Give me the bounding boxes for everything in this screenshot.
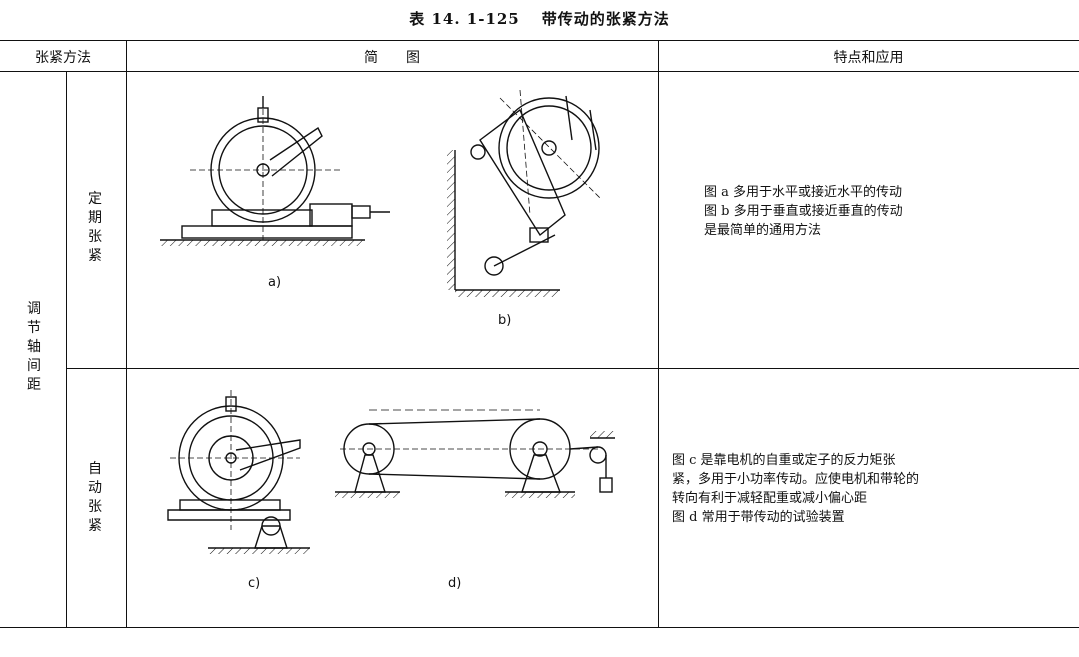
table-top-border bbox=[0, 40, 1079, 41]
figure-label-c: c) bbox=[248, 576, 261, 591]
figure-label-b: b) bbox=[498, 313, 512, 328]
table-bottom-border bbox=[0, 627, 1079, 628]
diagram-d bbox=[335, 409, 615, 498]
diagram-b bbox=[447, 89, 601, 297]
method-automatic: 自动张紧 bbox=[88, 461, 102, 534]
diagram-col-divider bbox=[658, 40, 659, 627]
figure-label-d: d) bbox=[448, 576, 462, 591]
table-title: 表 14. 1-125 带传动的张紧方法 bbox=[0, 8, 1079, 29]
header-diagram: 简 图 bbox=[364, 50, 420, 66]
features-periodic: 图 a 多用于水平或接近水平的传动 图 b 多用于垂直或接近垂直的传动 是最简单… bbox=[704, 185, 903, 238]
header-method: 张紧方法 bbox=[35, 50, 91, 66]
header-bottom-border bbox=[0, 71, 1079, 72]
figure-label-a: a) bbox=[268, 275, 282, 290]
table-number: 表 14. 1-125 bbox=[409, 10, 520, 28]
diagram-c bbox=[167, 390, 310, 554]
header-features: 特点和应用 bbox=[833, 50, 904, 66]
method-col-divider bbox=[126, 40, 127, 627]
features-automatic: 图 c 是靠电机的自重或定子的反力矩张 紧，多用于小功率传动。应使电机和带轮的 … bbox=[672, 453, 920, 525]
method-subcol-divider bbox=[66, 71, 67, 627]
method-periodic: 定期张紧 bbox=[88, 191, 102, 264]
row-divider bbox=[66, 368, 1079, 369]
group-label: 调节轴间距 bbox=[27, 301, 41, 393]
table-caption: 带传动的张紧方法 bbox=[541, 10, 670, 28]
diagram-a bbox=[160, 96, 390, 246]
